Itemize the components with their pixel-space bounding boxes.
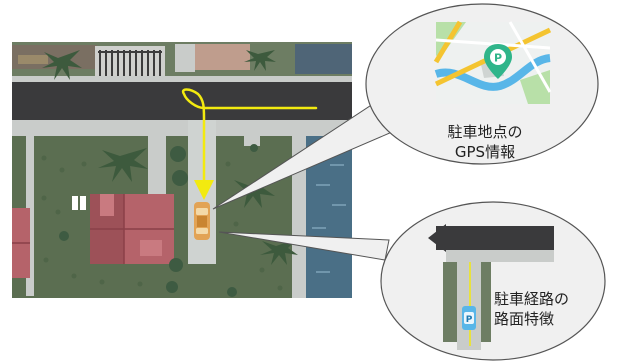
top-path	[175, 44, 195, 72]
gps-callout-label: 駐車地点の GPS情報	[430, 122, 540, 162]
gps-map-thumbnail: P	[433, 20, 552, 104]
top-sidewalk	[12, 76, 352, 82]
right-sidewalk	[292, 136, 306, 298]
road-callout-connector	[218, 231, 390, 261]
bush-7	[250, 144, 258, 152]
svg-text:P: P	[466, 315, 473, 325]
bush-4	[166, 281, 178, 293]
bush-1	[170, 146, 186, 162]
house-left-edge	[12, 208, 30, 278]
gps-label-line2: GPS情報	[454, 143, 516, 161]
gps-callout-bubble: P	[365, 3, 599, 165]
side-path	[148, 136, 166, 196]
gate-fence	[98, 50, 162, 76]
palm-tree-top-right	[244, 50, 276, 71]
parking-location-pin-icon: P	[484, 44, 512, 79]
top-right-water	[295, 44, 352, 74]
bush-6	[227, 287, 237, 297]
road-label-line1: 駐車経路の	[494, 290, 570, 308]
mailbox-b	[80, 196, 86, 210]
road-callout-bubble: P	[380, 201, 606, 361]
bush-3	[169, 258, 183, 272]
road-feature-thumbnail: P	[428, 224, 554, 350]
bench	[18, 55, 48, 64]
driveway	[188, 120, 216, 264]
palm-tree-bottom-right	[260, 239, 298, 265]
palm-tree-top-left	[42, 50, 82, 80]
small-slab	[244, 136, 260, 146]
svg-text:P: P	[494, 52, 502, 65]
mailbox-a	[72, 196, 78, 210]
parking-p-icon: P	[462, 306, 476, 330]
top-right-building	[195, 44, 250, 70]
gps-label-line1: 駐車地点の	[447, 123, 523, 141]
main-road	[12, 82, 352, 120]
house-main	[90, 194, 174, 264]
palm-tree-lawn	[98, 148, 148, 182]
parked-car	[194, 202, 210, 240]
bottom-sidewalk	[12, 120, 352, 136]
driving-path-arrow	[181, 88, 318, 200]
bush-2	[172, 170, 188, 186]
road-label-line2: 路面特徴	[494, 310, 555, 328]
bush-5	[59, 231, 69, 241]
road-callout-label: 駐車経路の 路面特徴	[494, 289, 598, 329]
